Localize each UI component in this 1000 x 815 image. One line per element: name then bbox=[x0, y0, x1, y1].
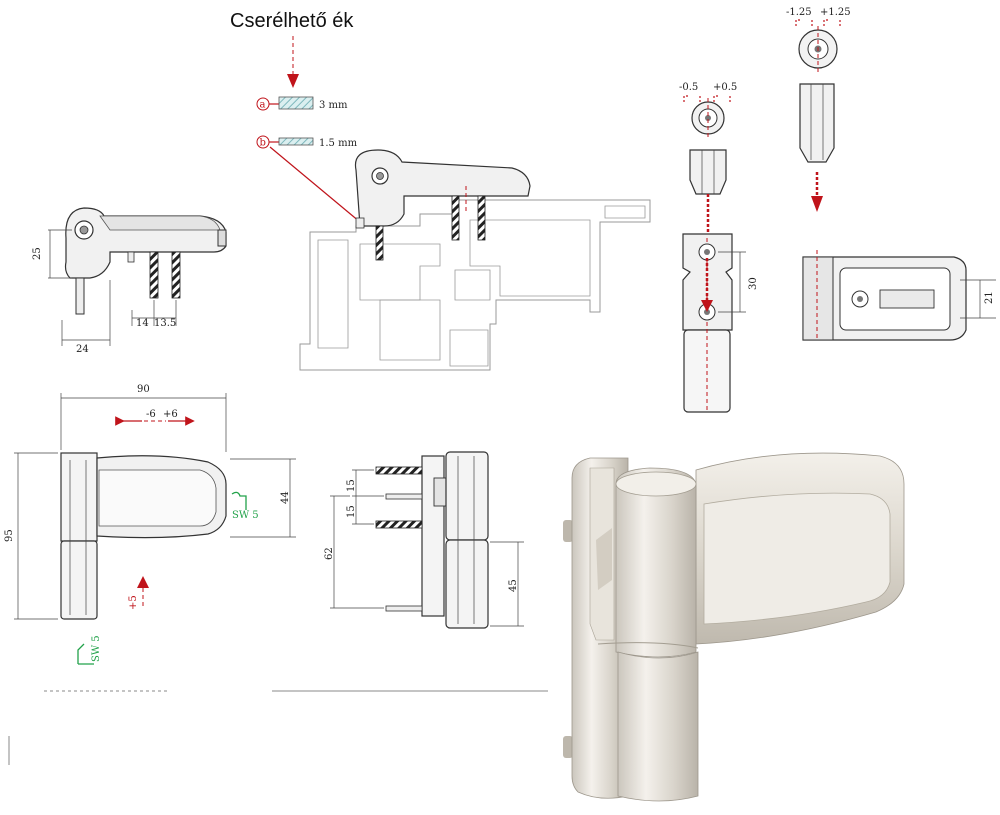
wrench-label-2: SW 5 bbox=[91, 635, 102, 662]
flag-height-label: 44 bbox=[280, 491, 291, 504]
shim-b: b 1.5 mm bbox=[256, 135, 361, 223]
plate-adjust-drawing bbox=[795, 19, 996, 341]
small-adjust-plus: +0.5 bbox=[713, 82, 737, 93]
large-adjust-minus: -1.25 bbox=[786, 7, 812, 18]
bushing-adjust-drawing bbox=[682, 95, 746, 413]
shim-b-marker: b bbox=[260, 138, 266, 149]
front-width-label: 90 bbox=[137, 384, 150, 395]
hole-spacing-label: 30 bbox=[748, 277, 759, 290]
plate-height-label: 21 bbox=[984, 291, 995, 304]
large-adjust-plus: +1.25 bbox=[820, 7, 851, 18]
vertical-adjust-label: +5 bbox=[128, 595, 139, 610]
shim-b-thickness: 1.5 mm bbox=[319, 138, 358, 149]
front-view-drawing bbox=[14, 393, 296, 665]
wrench-label: SW 5 bbox=[232, 510, 259, 521]
hinge-render bbox=[563, 452, 905, 802]
shim-a-thickness: 3 mm bbox=[319, 100, 348, 111]
lateral-plus-label: +6 bbox=[163, 409, 178, 420]
shim-a-marker: a bbox=[260, 100, 266, 111]
lateral-minus-label: -6 bbox=[146, 409, 156, 420]
front-height-label: 95 bbox=[4, 529, 15, 542]
side-pin-spacing-1: 14 bbox=[136, 318, 149, 329]
page-title: Cserélhető ék bbox=[230, 10, 354, 32]
side-profile-drawing bbox=[330, 451, 524, 629]
small-adjust-minus: -0.5 bbox=[679, 82, 698, 93]
side-base-width-label: 24 bbox=[76, 344, 89, 355]
insert-arrow bbox=[287, 36, 299, 88]
lower-height-label: 45 bbox=[508, 579, 519, 592]
pin-gap-1-label: 15 bbox=[346, 479, 357, 492]
pin-total-label: 62 bbox=[324, 547, 335, 560]
frame-profile-drawing bbox=[299, 149, 651, 371]
side-height-label: 25 bbox=[32, 247, 43, 260]
pin-gap-2-label: 15 bbox=[346, 505, 357, 518]
side-pin-spacing-2: 13.5 bbox=[154, 318, 176, 329]
side-view-drawing bbox=[48, 207, 227, 346]
shim-a: a 3 mm bbox=[256, 96, 348, 111]
